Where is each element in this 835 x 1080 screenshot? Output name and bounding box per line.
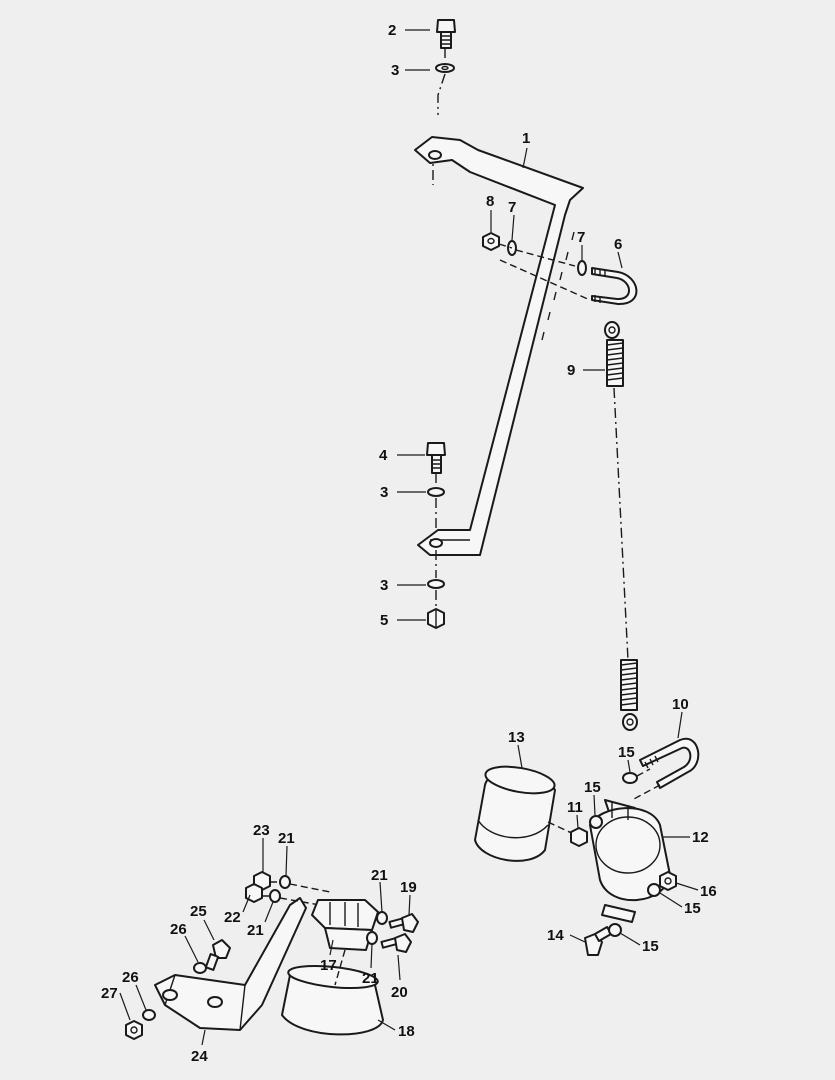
callout-15: 15	[642, 938, 659, 955]
bracket-24	[154, 897, 307, 1031]
callout-labels: 2 3 1 8 7 7 6 9 4 3 3 5 10 13 15 15 11 1…	[101, 22, 717, 1065]
callout-1: 1	[522, 130, 530, 147]
axis-ring-18	[334, 949, 346, 986]
nut-16	[659, 871, 677, 891]
spring-9-lower	[620, 659, 638, 731]
axis-lower-bolts	[262, 881, 331, 906]
nut-11	[570, 827, 588, 847]
spring-9	[604, 321, 624, 387]
callout-5: 5	[380, 612, 388, 629]
washer-21b	[376, 911, 388, 925]
leader-lines	[119, 29, 699, 1046]
bolt-25	[204, 939, 231, 971]
callout-14: 14	[547, 927, 564, 944]
bolt-top	[436, 19, 456, 49]
callout-3: 3	[380, 577, 388, 594]
callout-6: 6	[614, 236, 622, 253]
callout-9: 9	[567, 362, 575, 379]
washer-15d	[608, 923, 622, 937]
callout-22: 22	[224, 909, 241, 926]
callout-21: 21	[371, 867, 388, 884]
washer-15c	[647, 883, 661, 897]
axis-ubolt10	[631, 768, 661, 801]
washer-3b	[427, 487, 445, 497]
washer-21a	[279, 875, 291, 889]
ring-18	[281, 964, 384, 1036]
callout-26: 26	[170, 921, 187, 938]
washer-15a	[622, 772, 638, 784]
callout-24: 24	[191, 1048, 208, 1065]
axis-ubolt	[498, 243, 591, 301]
callout-20: 20	[391, 984, 408, 1001]
nut-22	[245, 883, 263, 903]
callout-4: 4	[379, 447, 388, 464]
callout-8: 8	[486, 193, 494, 210]
nut-5	[427, 608, 445, 629]
callout-16: 16	[700, 883, 717, 900]
washer-15b	[589, 815, 603, 829]
callout-15: 15	[584, 779, 601, 796]
callout-21: 21	[362, 970, 379, 987]
callout-21: 21	[247, 922, 264, 939]
callout-3: 3	[391, 62, 399, 79]
callout-15: 15	[618, 744, 635, 761]
washer-7b	[577, 260, 587, 276]
washer-top	[435, 63, 455, 73]
callout-7: 7	[577, 229, 585, 246]
washer-21d	[366, 931, 378, 945]
bolt-14	[584, 926, 613, 956]
bolt-20	[380, 933, 412, 953]
ubolt-6	[591, 267, 638, 306]
long-bracket	[414, 136, 584, 556]
washer-26a	[193, 962, 207, 974]
callout-27: 27	[101, 985, 118, 1002]
callout-19: 19	[400, 879, 417, 896]
washer-21c	[269, 889, 281, 903]
callout-26: 26	[122, 969, 139, 986]
callout-17: 17	[320, 957, 337, 974]
clamp-12	[589, 799, 671, 923]
callout-23: 23	[253, 822, 270, 839]
washer-3c	[427, 579, 445, 589]
nut-27	[125, 1020, 143, 1040]
callout-11: 11	[567, 799, 583, 816]
callout-13: 13	[508, 729, 525, 746]
clamp-17	[311, 899, 379, 951]
callout-12: 12	[692, 829, 709, 846]
callout-10: 10	[672, 696, 689, 713]
spring-rod	[613, 387, 629, 661]
callout-21: 21	[278, 830, 295, 847]
callout-18: 18	[398, 1023, 415, 1040]
callout-3: 3	[380, 484, 388, 501]
callout-7: 7	[508, 199, 516, 216]
callout-25: 25	[190, 903, 207, 920]
bolt-19	[388, 913, 419, 933]
callout-2: 2	[388, 22, 396, 39]
bolt-4	[426, 442, 446, 474]
callout-15: 15	[684, 900, 701, 917]
washer-26b	[142, 1009, 156, 1021]
ubolt-10	[639, 737, 700, 789]
nut-8	[482, 232, 500, 251]
ring-13	[474, 765, 556, 862]
